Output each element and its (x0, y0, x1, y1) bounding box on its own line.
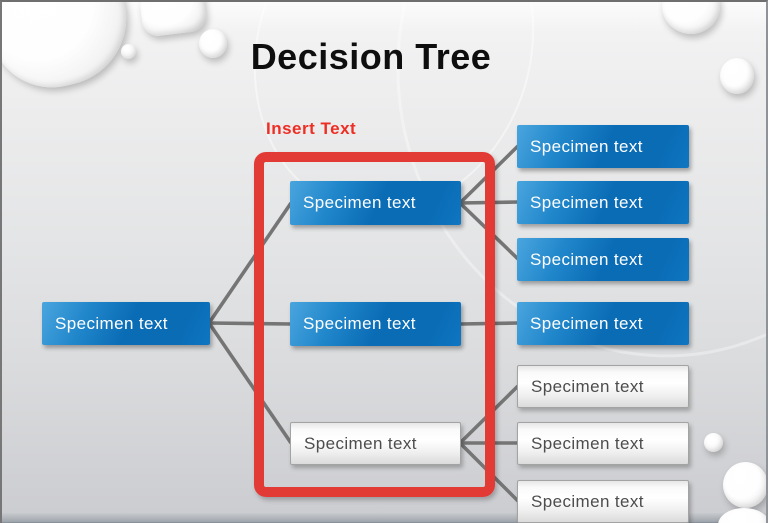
slide-title: Decision Tree (250, 36, 492, 77)
droplet-decoration (720, 58, 754, 94)
tree-node-leaf-6[interactable]: Specimen text (517, 422, 689, 465)
tree-node-leaf-2[interactable]: Specimen text (517, 181, 689, 224)
tree-node-middle-3[interactable]: Specimen text (290, 422, 461, 465)
droplet-decoration (704, 433, 723, 452)
tree-node-leaf-1[interactable]: Specimen text (517, 125, 689, 168)
tree-node-leaf-5[interactable]: Specimen text (517, 365, 689, 408)
highlight-box (254, 152, 495, 497)
connector-line (207, 201, 293, 325)
tree-node-root[interactable]: Specimen text (42, 302, 210, 345)
insert-text-annotation: Insert Text (266, 119, 357, 138)
droplet-decoration (121, 44, 136, 59)
connector-line (208, 321, 292, 326)
tree-node-leaf-7[interactable]: Specimen text (517, 480, 689, 523)
droplet-decoration (723, 462, 766, 508)
droplet-decoration (199, 29, 227, 58)
tree-node-middle-1[interactable]: Specimen text (290, 181, 461, 225)
droplet-decoration (718, 508, 766, 523)
tree-node-leaf-4[interactable]: Specimen text (517, 302, 689, 345)
tree-node-middle-2[interactable]: Specimen text (290, 302, 461, 346)
connector-line (207, 321, 293, 445)
tree-node-leaf-3[interactable]: Specimen text (517, 238, 689, 281)
